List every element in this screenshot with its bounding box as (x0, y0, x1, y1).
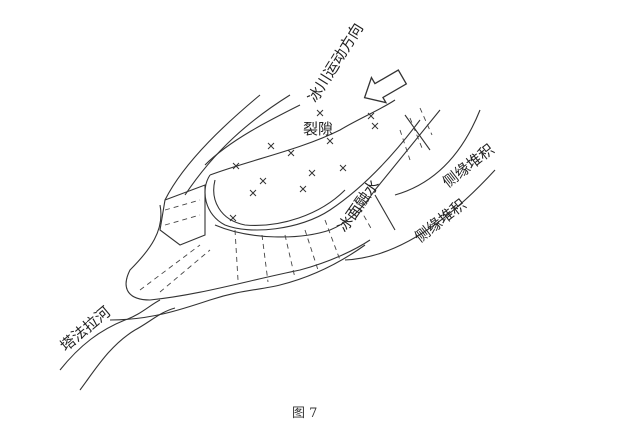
left-block (159, 184, 206, 246)
outwash-fan-bottom (149, 239, 371, 301)
crevasse-marks (229, 109, 379, 222)
figure-caption: 图 7 (292, 406, 318, 421)
lateral-moraine-upper (394, 109, 481, 196)
fan-lower-edge (109, 244, 366, 321)
hollow-arrow-icon (363, 69, 408, 104)
valley-line-left-2 (184, 94, 291, 196)
meltwater-dashes (139, 107, 433, 293)
glacier-tongue-top (204, 104, 301, 166)
river-bank-1 (59, 299, 161, 371)
glacier-snout-inner (213, 179, 346, 226)
ice-margin-outer (214, 109, 441, 238)
lateral-moraine-lower (344, 169, 496, 261)
ice-margin-line (374, 114, 431, 231)
glacier-upper-surface (209, 99, 396, 176)
crevasse-label: 裂隙 (303, 120, 334, 138)
outwash-fan-top (125, 204, 162, 301)
valley-line-left (164, 94, 261, 201)
glacier-snout (204, 119, 421, 231)
river-bank-2 (79, 307, 176, 391)
